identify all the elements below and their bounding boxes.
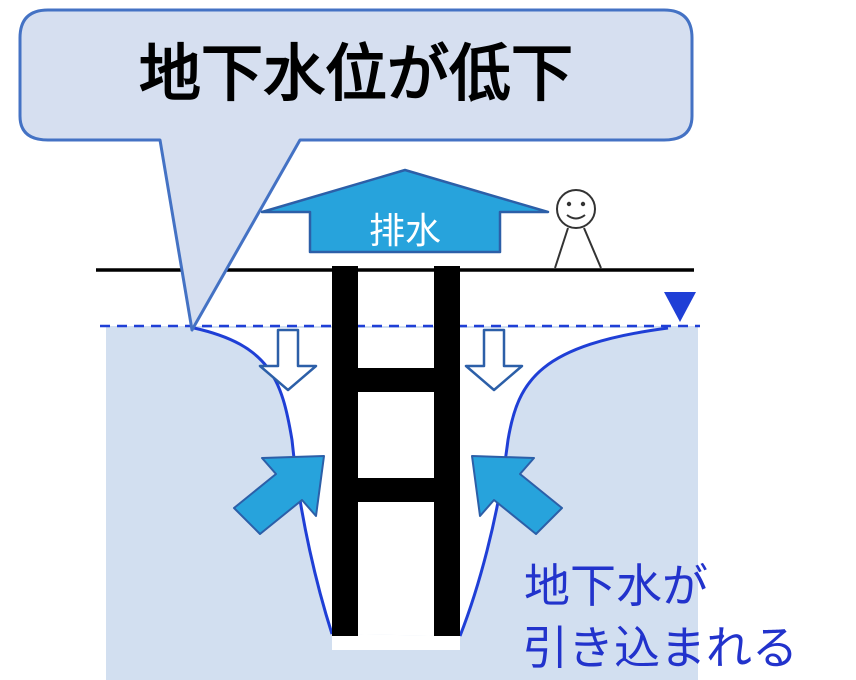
water-level-triangle-icon (664, 292, 696, 322)
strut-bottom (332, 478, 460, 502)
annotation-line-2: 引き込まれる (522, 621, 798, 675)
down-arrow-icon (258, 328, 318, 392)
callout-bubble (18, 8, 694, 332)
retaining-structure (332, 266, 460, 636)
right-wall (434, 266, 460, 636)
annotation-line-1: 地下水が (524, 559, 708, 613)
drawdown-curve-right (458, 326, 669, 637)
cone-bottom-fill (332, 634, 460, 650)
drainage-label: 排水 (369, 211, 441, 252)
callout-title: 地下水位が低下 (139, 37, 573, 110)
inflow-arrow-left (233, 455, 325, 535)
groundwater-area (106, 326, 698, 680)
down-arrow-icon (464, 328, 524, 392)
person-icon (554, 189, 602, 269)
left-wall (332, 266, 358, 636)
drawdown-curve (193, 326, 334, 635)
strut-top (332, 368, 460, 392)
drainage-arrow (260, 168, 550, 254)
inflow-arrow-right (471, 455, 563, 535)
